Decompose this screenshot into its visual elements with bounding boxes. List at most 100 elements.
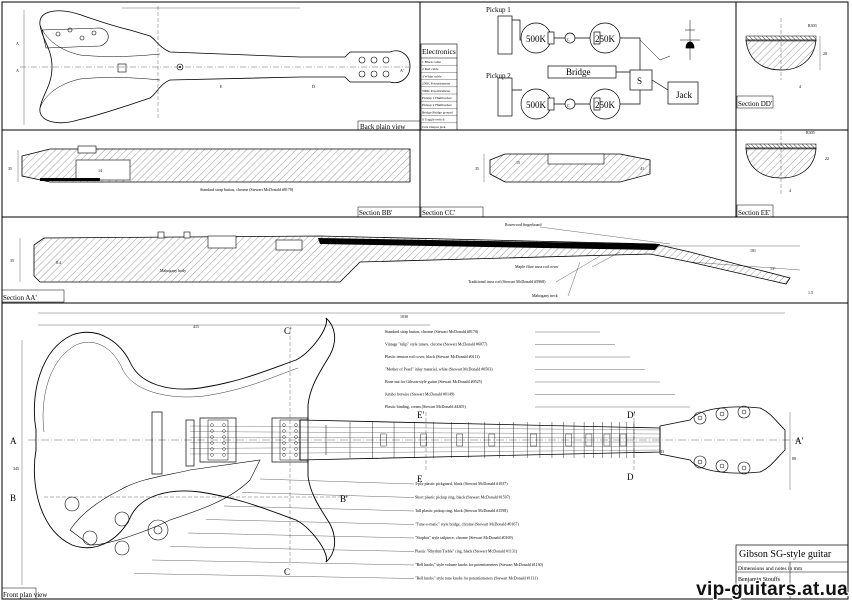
pole-piece [294, 447, 298, 451]
pole-piece [222, 441, 226, 445]
electronics-row: 2 Red cable [422, 67, 439, 71]
section-ee: R305 22 4 Section EE' [736, 130, 829, 218]
electronics-title: Electronics [422, 47, 456, 56]
dim-4: 4 [799, 84, 801, 89]
section-bb: 35 14 Standard strap button, chrome (Ste… [8, 145, 421, 218]
pot-500k-1: 500K [526, 34, 547, 44]
callout-bottom: Plastic "Rhythm/Treble" ring, black (Ste… [415, 549, 518, 555]
mahogany-body-label: Mahogany body [160, 268, 186, 273]
dim-1030: 1030 [400, 314, 408, 319]
marker-e: E [417, 474, 423, 484]
pole-piece [282, 447, 286, 451]
string [189, 449, 661, 455]
pole-piece [210, 447, 214, 451]
title-block: Gibson SG-style guitar Dimensions and no… [735, 544, 849, 600]
rosewood-label: Rosewood fingerboard [505, 222, 542, 227]
pole-piece [294, 453, 298, 457]
string [189, 441, 661, 443]
callout-leader [151, 559, 415, 566]
callouts-bottom: 3-ply plastic pickguard, black (Stewart … [133, 478, 544, 581]
callout-bottom: "Tune-o-matic" style bridge, chrome (Ste… [415, 522, 519, 528]
dim-20: 20 [823, 51, 827, 56]
pole-piece [210, 435, 214, 439]
tuner-post [697, 459, 703, 465]
pole-piece [210, 453, 214, 457]
callout-top: Plastic binding, cream (Stewart McDonald… [385, 404, 466, 410]
dim-r303: R303 [808, 23, 817, 28]
string [189, 437, 661, 439]
drawing-title: Gibson SG-style guitar [739, 549, 832, 560]
tuner [737, 461, 751, 475]
tuner [715, 459, 729, 473]
marker-d: D [627, 472, 634, 482]
callouts-top: Standard strap button, chrome (Stewart M… [385, 329, 690, 410]
dim-4-ee: 4 [789, 188, 791, 193]
watermark: vip-guitars.at.ua [696, 579, 848, 600]
pole-piece [222, 423, 226, 427]
pole-piece [282, 429, 286, 433]
pole-piece [210, 441, 214, 445]
pole-piece [222, 453, 226, 457]
tuner-post [741, 465, 747, 471]
back-plan-view: A A A' E D Back plain view [16, 6, 421, 131]
dim-181: 181 [750, 248, 756, 253]
dim-41-cc: 41 [640, 166, 644, 171]
dim-84: 8.4 [56, 260, 61, 265]
marker-e-back: E [220, 84, 223, 89]
pickup-1-label: Pickup 1 [486, 6, 511, 14]
tuner [693, 455, 707, 469]
dim-15-cc: 15 [516, 160, 520, 165]
pot-250k-1: 250K [595, 34, 616, 44]
drawing-subtitle: Dimensions and notes in mm [738, 566, 803, 572]
callout-leader [241, 492, 415, 498]
marker-b: B [10, 493, 16, 503]
string [189, 431, 661, 435]
dim-13deg: 13° [770, 266, 776, 271]
marker-a-back-2: A [16, 68, 19, 73]
marker-d2: D' [627, 410, 635, 420]
pole-piece [222, 435, 226, 439]
electronics-row: S Toggle switch [422, 118, 445, 122]
dim-22: 22 [825, 156, 829, 161]
wiring-diagram [497, 15, 700, 120]
electronics-row: Jack Output jack [422, 125, 446, 129]
section-cc: 35 15 41 Section CC' [420, 153, 651, 218]
electronics-row: Pickup 2 Humbucker [422, 103, 453, 107]
jack-label: Jack [676, 90, 692, 100]
tuner-post [741, 409, 747, 415]
string [189, 425, 661, 431]
dim-35-bb: 35 [8, 166, 12, 171]
callout-leader [133, 573, 415, 579]
electronics-row: 500K Potentiometer [422, 89, 451, 93]
callout-bottom: Tall plastic pickup ring, black (Stewart… [415, 508, 508, 514]
dim-35-cc: 35 [475, 166, 479, 171]
dim-345: 345 [13, 466, 19, 471]
callout-leader [223, 505, 415, 512]
callout-top: Standard strap button, chrome (Stewart M… [385, 329, 479, 335]
marker-c: C [284, 567, 290, 577]
marker-a-back: A [16, 41, 19, 46]
pot-500k-2: 500K [526, 100, 547, 110]
tuner-post [719, 411, 725, 417]
marker-d-back: D [312, 84, 315, 89]
pole-piece [222, 429, 226, 433]
tuner-post [697, 415, 703, 421]
section-aa-label: Section AA' [3, 294, 37, 302]
tuner [737, 405, 751, 419]
dim-43: 43 [660, 449, 664, 454]
callout-leader [169, 546, 415, 552]
callout-top: Vintage "tulip" style tuners, chrome (St… [385, 342, 488, 348]
callout-bottom: 3-ply plastic pickguard, black (Stewart … [415, 481, 508, 487]
marker-b2: B' [340, 494, 348, 504]
electronics-row: 1 Black cable [422, 60, 441, 64]
electronics-row: Pickup 1 Humbucker [422, 96, 453, 100]
strap-button-bb: Standard strap button, chrome (Stewart M… [200, 187, 294, 193]
bridge-label: Bridge [566, 67, 591, 77]
back-plan-view-label: Back plain view [360, 123, 406, 131]
electronics-row: 250K Potentiometer [422, 82, 451, 86]
string [189, 445, 661, 449]
capacitor-1: C [567, 37, 570, 42]
tuner-post [719, 463, 725, 469]
electronics-row: Bridge Bridge ground [422, 110, 453, 114]
